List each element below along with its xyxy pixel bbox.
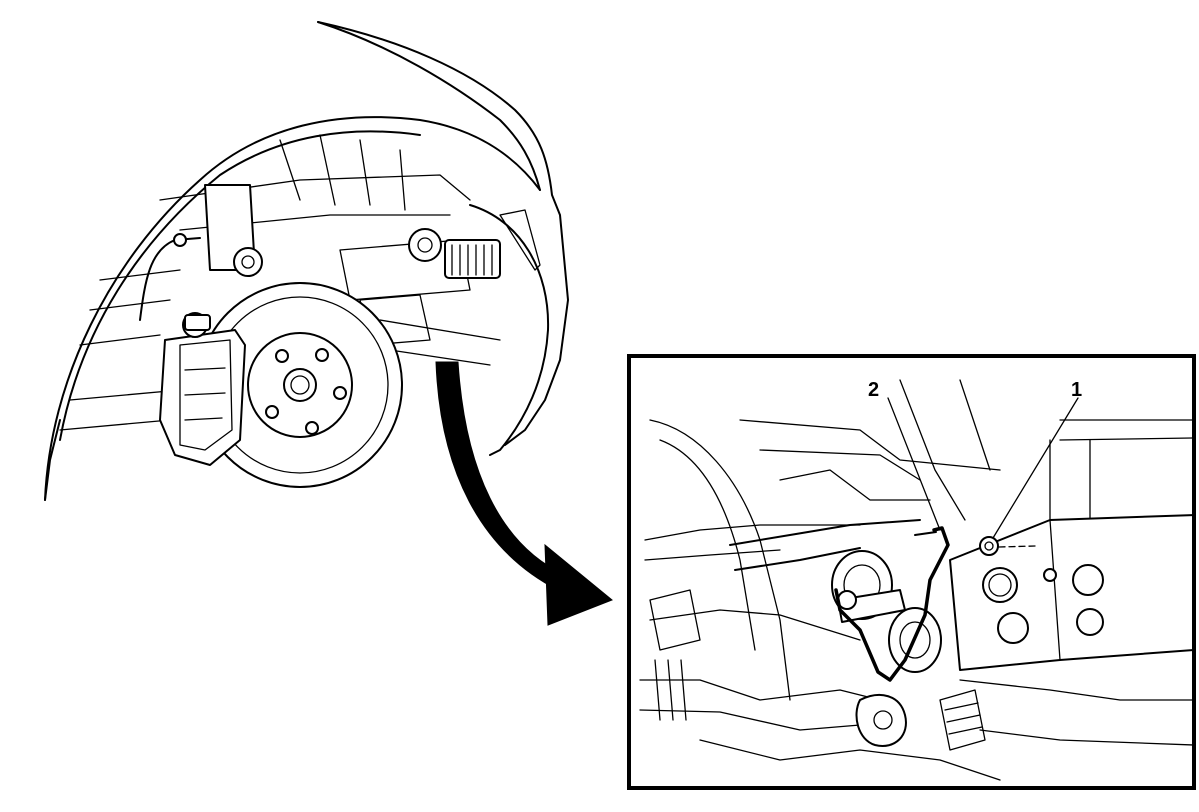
callout-leader-2 bbox=[887, 397, 941, 531]
floor-edge bbox=[44, 419, 61, 501]
fastener-nut bbox=[979, 536, 1036, 556]
liner-slot bbox=[499, 209, 541, 271]
horn-bracket bbox=[834, 526, 950, 682]
arrow-head bbox=[544, 543, 613, 626]
inset-drawing bbox=[639, 379, 1192, 781]
wheel-arch-inner bbox=[59, 130, 421, 441]
brake-caliper bbox=[159, 312, 246, 466]
detail-inset: 2 1 bbox=[627, 354, 1196, 790]
view-transition-arrow bbox=[435, 361, 613, 626]
callout-leader-1 bbox=[992, 397, 1079, 539]
wheel-arch bbox=[44, 116, 541, 501]
callout-label-2: 2 bbox=[868, 379, 879, 401]
fender-outline bbox=[317, 21, 569, 446]
wheel-well-overview bbox=[44, 21, 569, 501]
horn-assembly bbox=[831, 526, 950, 682]
wheel-studs bbox=[265, 348, 347, 435]
frame-hole bbox=[982, 567, 1018, 603]
inner-liner bbox=[469, 204, 550, 456]
callout-label-1: 1 bbox=[1071, 379, 1082, 401]
fender-edge bbox=[317, 21, 541, 191]
